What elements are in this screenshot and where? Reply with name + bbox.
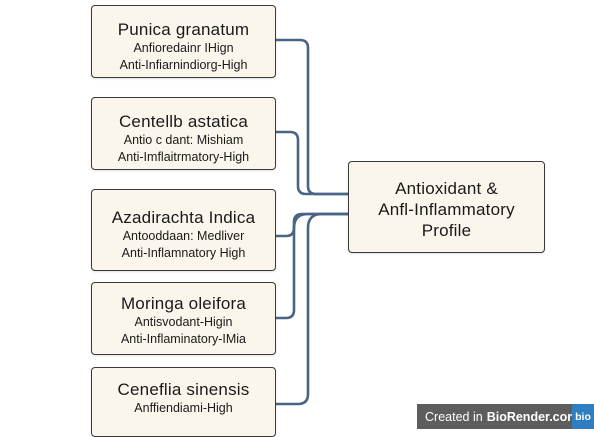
plant-node-centella-asiatica: Centellb astatica Antio c dant: Mishiam … [91, 97, 276, 170]
plant-anti-inflammatory-line: Anti-Inflamnatory High [121, 246, 246, 260]
connector-punica [274, 38, 350, 196]
plant-antioxidant-line: Anfioredainr IHign [133, 41, 234, 55]
plant-node-camellia-sinensis: Ceneflia sinensis Anffiendiami-High [91, 367, 276, 437]
connector-moringa [274, 212, 350, 320]
plant-antioxidant-line: Antisvodant-Higin [134, 315, 233, 329]
watermark-prefix: Created in [425, 409, 483, 424]
central-title-line-2: Anfl-Inflammatory [378, 200, 515, 219]
biorender-logo-icon: bio [572, 404, 594, 429]
plant-name: Moringa oleifora [120, 294, 247, 313]
plant-anti-inflammatory-line: Anti-Imflaitrmatory-High [117, 150, 250, 164]
connector-centella [274, 130, 350, 196]
biorender-watermark[interactable]: Created in BioRender.com bio [417, 404, 594, 429]
connector-camellia [274, 212, 350, 406]
plant-node-moringa-oleifera: Moringa oleifora Antisvodant-Higin Anti-… [91, 282, 276, 355]
central-profile-node: Antioxidant & Anfl-Inflammatory Profile [348, 161, 545, 253]
plant-antioxidant-line: Anffiendiami-High [134, 401, 233, 415]
watermark-brand: BioRender.com [486, 409, 579, 424]
plant-name: Ceneflia sinensis [117, 380, 250, 399]
plant-name: Centellb astatica [118, 112, 249, 131]
plant-name: Punica granatum [117, 20, 250, 39]
plant-node-punica-granatum: Punica granatum Anfioredainr IHign Anti-… [91, 5, 276, 78]
plant-antioxidant-line: Antooddaan: Medliver [122, 229, 245, 243]
central-title-line-1: Antioxidant & [395, 179, 498, 198]
plant-anti-inflammatory-line: Anti-Inflaminatory-IMia [120, 332, 247, 346]
plant-node-azadirachta-indica: Azadirachta Indica Antooddaan: Medliver … [91, 189, 276, 271]
plant-name: Azadirachta Indica [111, 208, 256, 227]
central-title-line-3: Profile [421, 221, 472, 240]
plant-anti-inflammatory-line: Anti-Infiarnindiorg-High [119, 58, 248, 72]
plant-antioxidant-line: Antio c dant: Mishiam [123, 133, 244, 147]
